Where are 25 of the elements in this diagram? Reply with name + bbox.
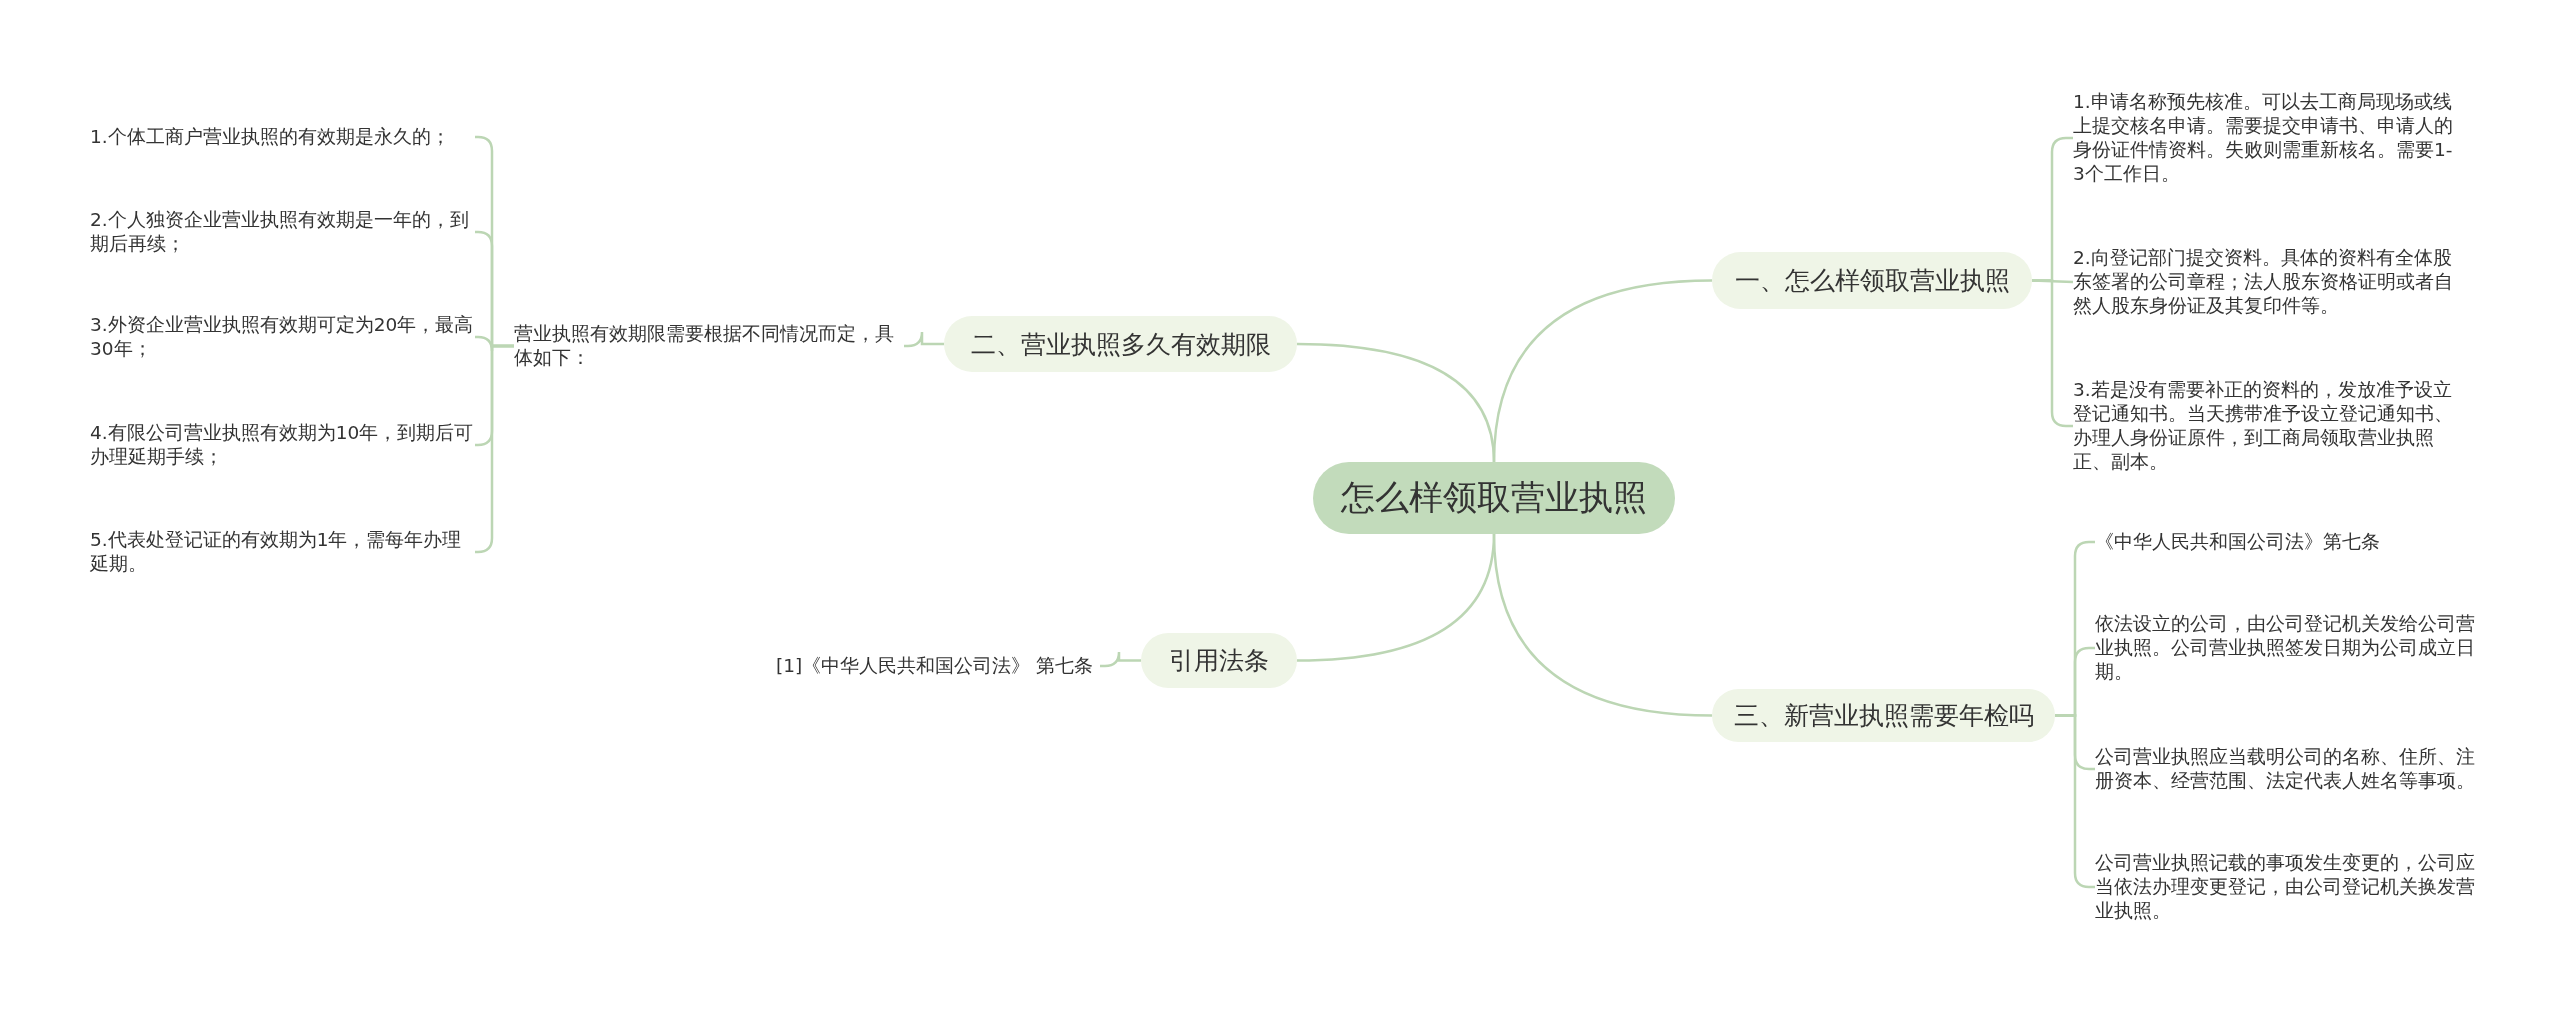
branch-topic: 三、新营业执照需要年检吗 <box>1712 689 2055 742</box>
topic-text: 2.个人独资企业营业执照有效期是一年的，到期后再续； <box>90 208 475 256</box>
topic-text: 公司营业执照记载的事项发生变更的，公司应当依法办理变更登记，由公司登记机关换发营业执照。 <box>2095 851 2480 923</box>
branch-topic: 二、营业执照多久有效期限 <box>944 316 1297 372</box>
topic-text: 1.申请名称预先核准。可以去工商局现场或线上提交核名申请。需要提交申请书、申请人的身份证件情资料。失败则需重新核名。需要1-3个工作日。 <box>2073 90 2463 186</box>
topic-text: 2.向登记部门提交资料。具体的资料有全体股东签署的公司章程；法人股东资格证明或者自然人股东身份证及其复印件等。 <box>2073 246 2463 318</box>
connector-line <box>1492 533 1713 717</box>
connector-line <box>904 330 944 348</box>
topic-text: 依法设立的公司，由公司登记机关发给公司营业执照。公司营业执照签发日期为公司成立日期。 <box>2095 612 2480 684</box>
branch-topic: 一、怎么样领取营业执照 <box>1712 252 2032 309</box>
topic-text: 《中华人民共和国公司法》第七条 <box>2095 530 2480 554</box>
topic-text: 3.若是没有需要补正的资料的，发放准予设立登记通知书。当天携带准予设立登记通知书、办理人身份证原件，到工商局领取营业执照正、副本。 <box>2073 378 2463 474</box>
topic-text: [1]《中华人民共和国公司法》 第七条 <box>776 654 1100 678</box>
topic-text: 4.有限公司营业执照有效期为10年，到期后可办理延期手续； <box>90 421 475 469</box>
topic-text: 3.外资企业营业执照有效期可定为20年，最高30年； <box>90 313 475 361</box>
connector-line <box>1296 342 1496 463</box>
connector-line <box>2032 279 2073 428</box>
topic-text: 营业执照有效期限需要根据不同情况而定，具体如下： <box>514 322 904 370</box>
connector-line <box>475 344 514 554</box>
topic-text: 5.代表处登记证的有效期为1年，需每年办理延期。 <box>90 528 475 576</box>
connector-line <box>1100 650 1141 668</box>
central-topic: 怎么样领取营业执照 <box>1313 462 1675 534</box>
topic-text: 公司营业执照应当载明公司的名称、住所、注册资本、经营范围、法定代表人姓名等事项。 <box>2095 745 2480 793</box>
topic-text: 1.个体工商户营业执照的有效期是永久的； <box>90 125 475 149</box>
branch-topic: 引用法条 <box>1141 633 1297 688</box>
